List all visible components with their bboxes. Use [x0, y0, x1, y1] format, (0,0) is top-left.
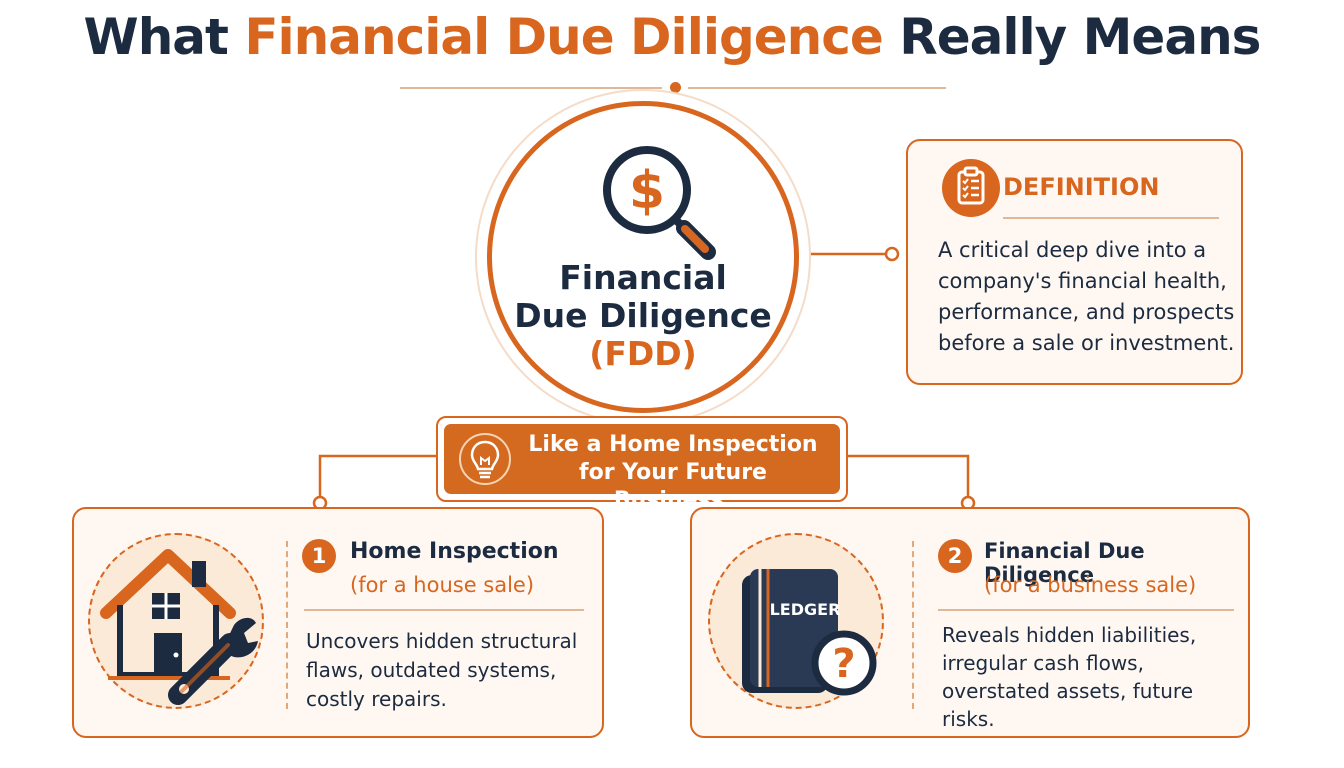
svg-text:$: $: [629, 161, 665, 221]
title-part1: What: [83, 8, 245, 66]
card-title: Home Inspection: [350, 539, 559, 564]
svg-text:?: ?: [832, 641, 855, 687]
center-label-line2: Due Diligence: [514, 296, 772, 335]
page-title: What Financial Due Diligence Really Mean…: [0, 8, 1344, 66]
ledger-question-icon: LEDGER ?: [742, 569, 877, 696]
card-divider-vertical: [286, 541, 288, 709]
analogy-banner: Like a Home Inspection for Your Future B…: [436, 416, 848, 513]
card-subtitle: (for a house sale): [350, 573, 535, 597]
card-subtitle: (for a business sale): [984, 573, 1197, 597]
home-inspection-card: 1 Home Inspection (for a house sale) Unc…: [72, 507, 604, 738]
definition-heading: DEFINITION: [1003, 173, 1160, 201]
home-inspection-icon-circle: [88, 533, 264, 709]
fdd-center-circle: $ Financial Due Diligence (FDD): [487, 101, 799, 413]
fdd-icon-circle: LEDGER ?: [708, 533, 884, 709]
banner-line2: for Your Future Business.: [579, 460, 767, 513]
card-divider: [304, 609, 584, 611]
card-number-badge: 1: [302, 539, 336, 573]
financial-due-diligence-card: LEDGER ? 2 Financial Due Diligence (for …: [690, 507, 1250, 738]
center-label-line1: Financial: [559, 258, 727, 297]
house-wrench-icon: [100, 549, 258, 705]
card-title: Financial Due Diligence: [984, 539, 1145, 587]
lightbulb-icon: [459, 433, 511, 485]
card-divider-vertical: [912, 541, 914, 709]
analogy-banner-fill: Like a Home Inspection for Your Future B…: [444, 424, 840, 513]
clipboard-checklist-icon: [942, 159, 1000, 217]
card-divider: [938, 609, 1234, 611]
card-description: Uncovers hidden structural flaws, outdat…: [306, 629, 578, 711]
definition-text: A critical deep dive into a company's fi…: [938, 238, 1235, 355]
dollar-magnifier-icon: $: [603, 146, 716, 260]
title-divider-right: [688, 87, 946, 89]
title-accent: Financial Due Diligence: [244, 8, 883, 66]
ledger-label: LEDGER: [770, 600, 841, 619]
definition-box: DEFINITION A critical deep dive into a c…: [906, 139, 1243, 385]
title-divider-dot: [670, 82, 681, 93]
title-divider-left: [400, 87, 662, 89]
card-description: Reveals hidden liabilities, irregular ca…: [942, 623, 1197, 731]
banner-line1: Like a Home Inspection: [528, 432, 818, 457]
definition-divider: [1003, 217, 1219, 219]
card-number-badge: 2: [938, 539, 972, 573]
title-part2: Really Means: [882, 8, 1261, 66]
center-label-acronym: (FDD): [589, 334, 697, 373]
analogy-banner-text: Like a Home Inspection for Your Future B…: [518, 431, 828, 515]
